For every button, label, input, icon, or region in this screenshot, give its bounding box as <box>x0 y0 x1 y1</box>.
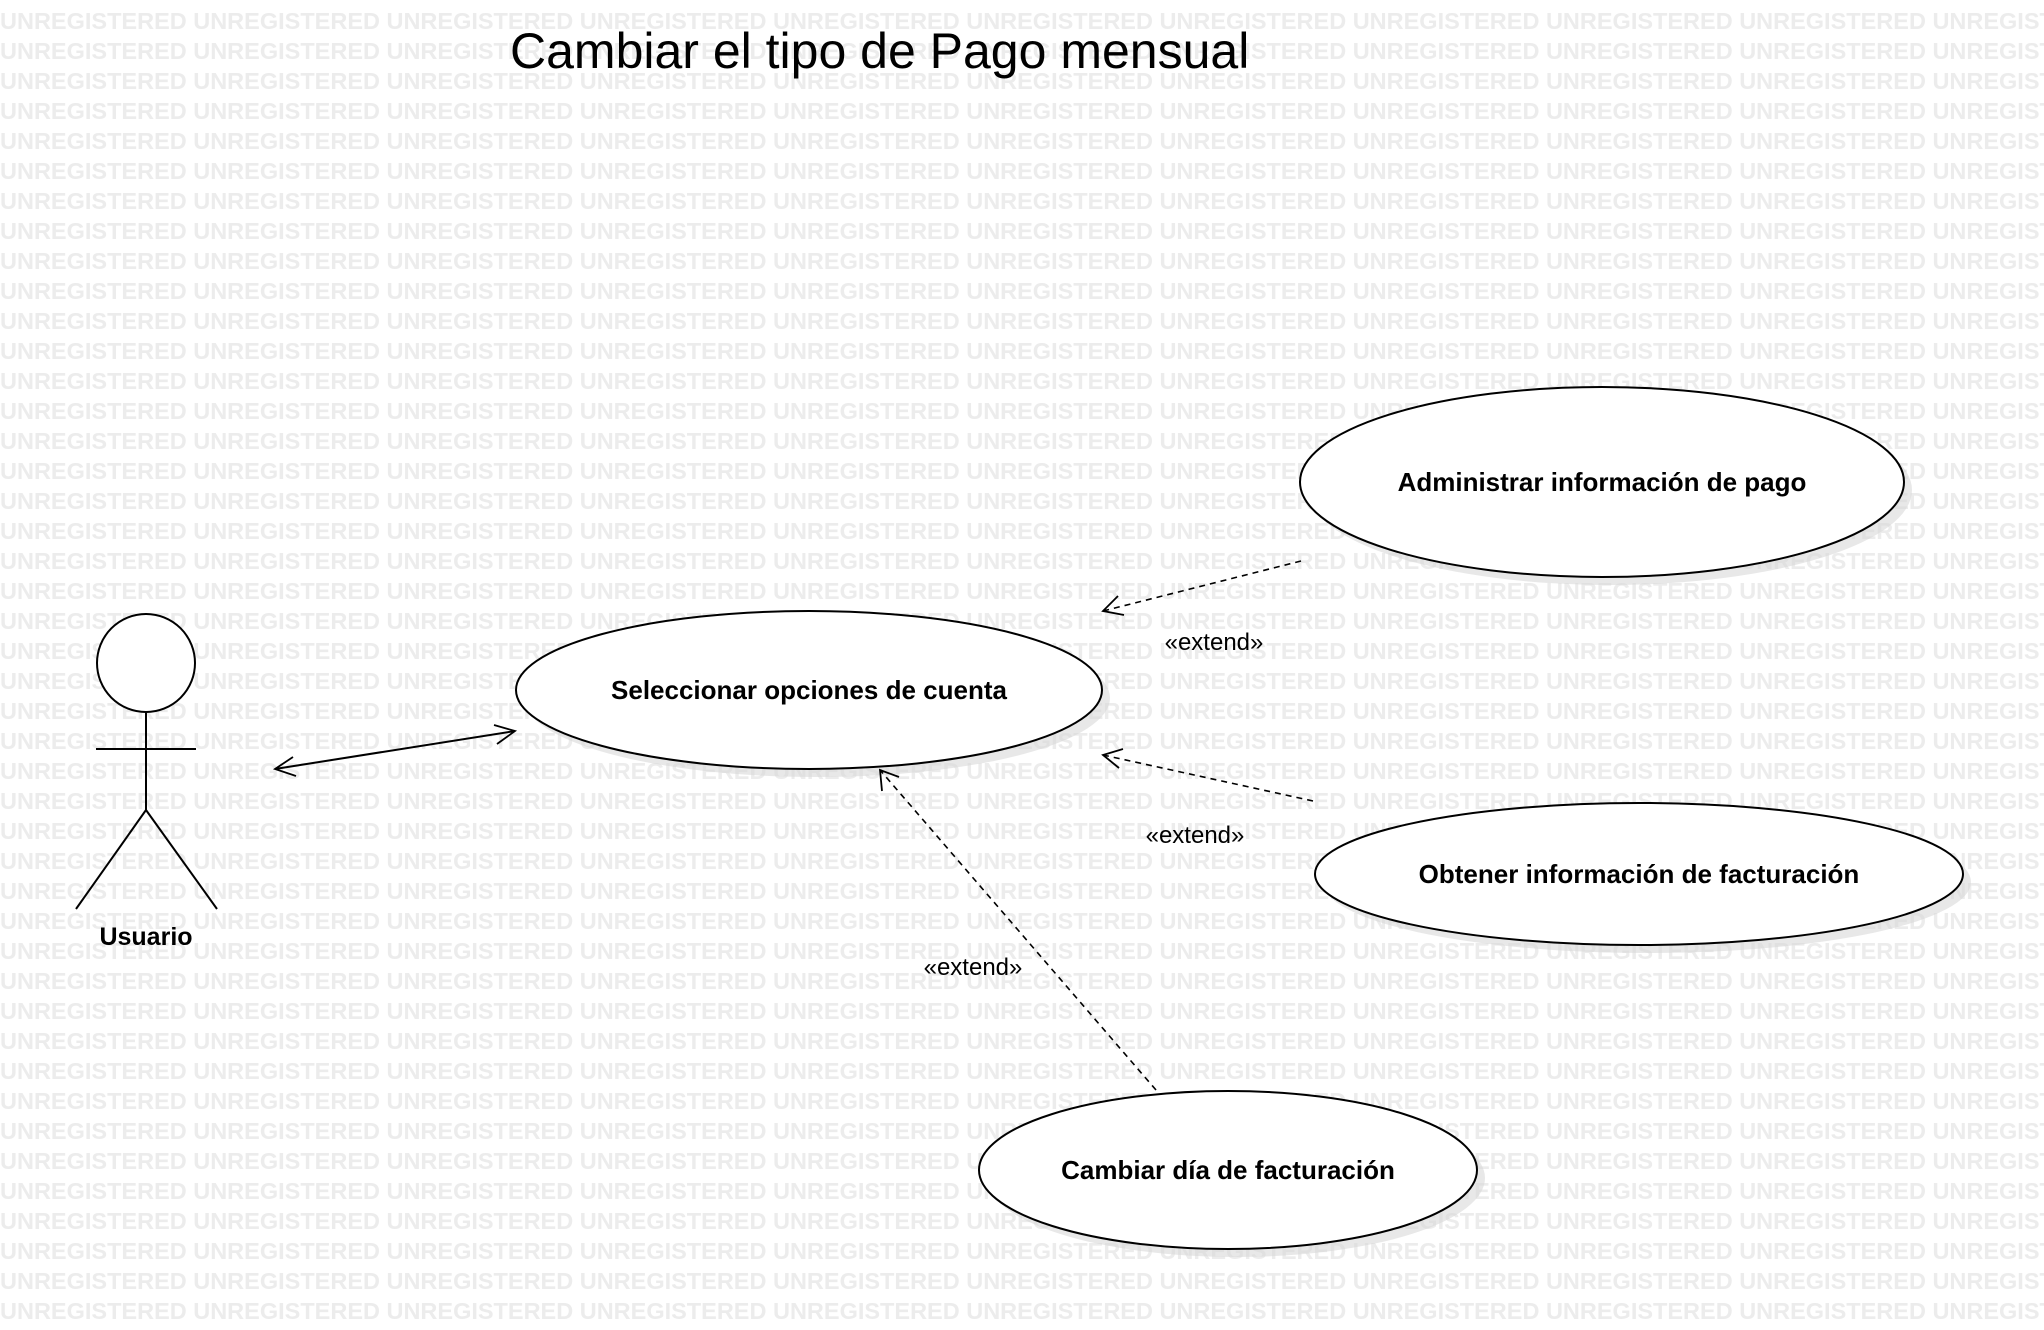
actor-head <box>96 613 196 713</box>
extend-administrar-to-seleccionar[interactable]: «extend» <box>1101 560 1302 656</box>
extend-line <box>879 769 1157 1091</box>
diagram-title: Cambiar el tipo de Pago mensual <box>510 23 1249 79</box>
use-case-obtener-informacion-facturacion[interactable]: Obtener información de facturación <box>1314 802 1971 953</box>
extend-arrowhead <box>1101 595 1125 616</box>
association-arrowhead-actor <box>272 756 297 777</box>
use-case-label: Seleccionar opciones de cuenta <box>611 675 1007 705</box>
association-arrowhead-usecase <box>493 724 518 745</box>
association-line <box>274 730 516 770</box>
actor-usuario[interactable]: Usuario <box>75 613 218 951</box>
use-case-label: Administrar información de pago <box>1398 467 1807 497</box>
extend-arrowhead <box>878 768 900 792</box>
use-case-label: Cambiar día de facturación <box>1061 1155 1395 1185</box>
actor-left-leg <box>75 809 147 910</box>
use-case-seleccionar-opciones[interactable]: Seleccionar opciones de cuenta <box>515 610 1110 777</box>
use-case-ellipse <box>1299 386 1905 578</box>
extend-label: «extend» <box>1146 822 1245 849</box>
use-case-label: Obtener información de facturación <box>1419 859 1860 889</box>
use-case-administrar-informacion-pago[interactable]: Administrar información de pago <box>1299 386 1912 585</box>
extend-label: «extend» <box>1165 629 1264 656</box>
extend-obtener-to-seleccionar[interactable]: «extend» <box>1101 748 1314 849</box>
use-case-cambiar-dia-facturacion[interactable]: Cambiar día de facturación <box>978 1090 1485 1257</box>
extend-line <box>1102 560 1302 612</box>
use-case-ellipse <box>978 1090 1478 1250</box>
association-usuario-seleccionar[interactable] <box>272 724 518 777</box>
use-case-ellipse <box>1314 802 1964 946</box>
extend-line <box>1102 754 1314 802</box>
extend-cambiar-to-seleccionar[interactable]: «extend» <box>878 768 1157 1091</box>
use-case-ellipse <box>515 610 1103 770</box>
actor-right-leg <box>145 809 218 910</box>
extend-label: «extend» <box>924 954 1023 981</box>
actor-label: Usuario <box>99 923 192 951</box>
extend-arrowhead <box>1101 748 1124 769</box>
